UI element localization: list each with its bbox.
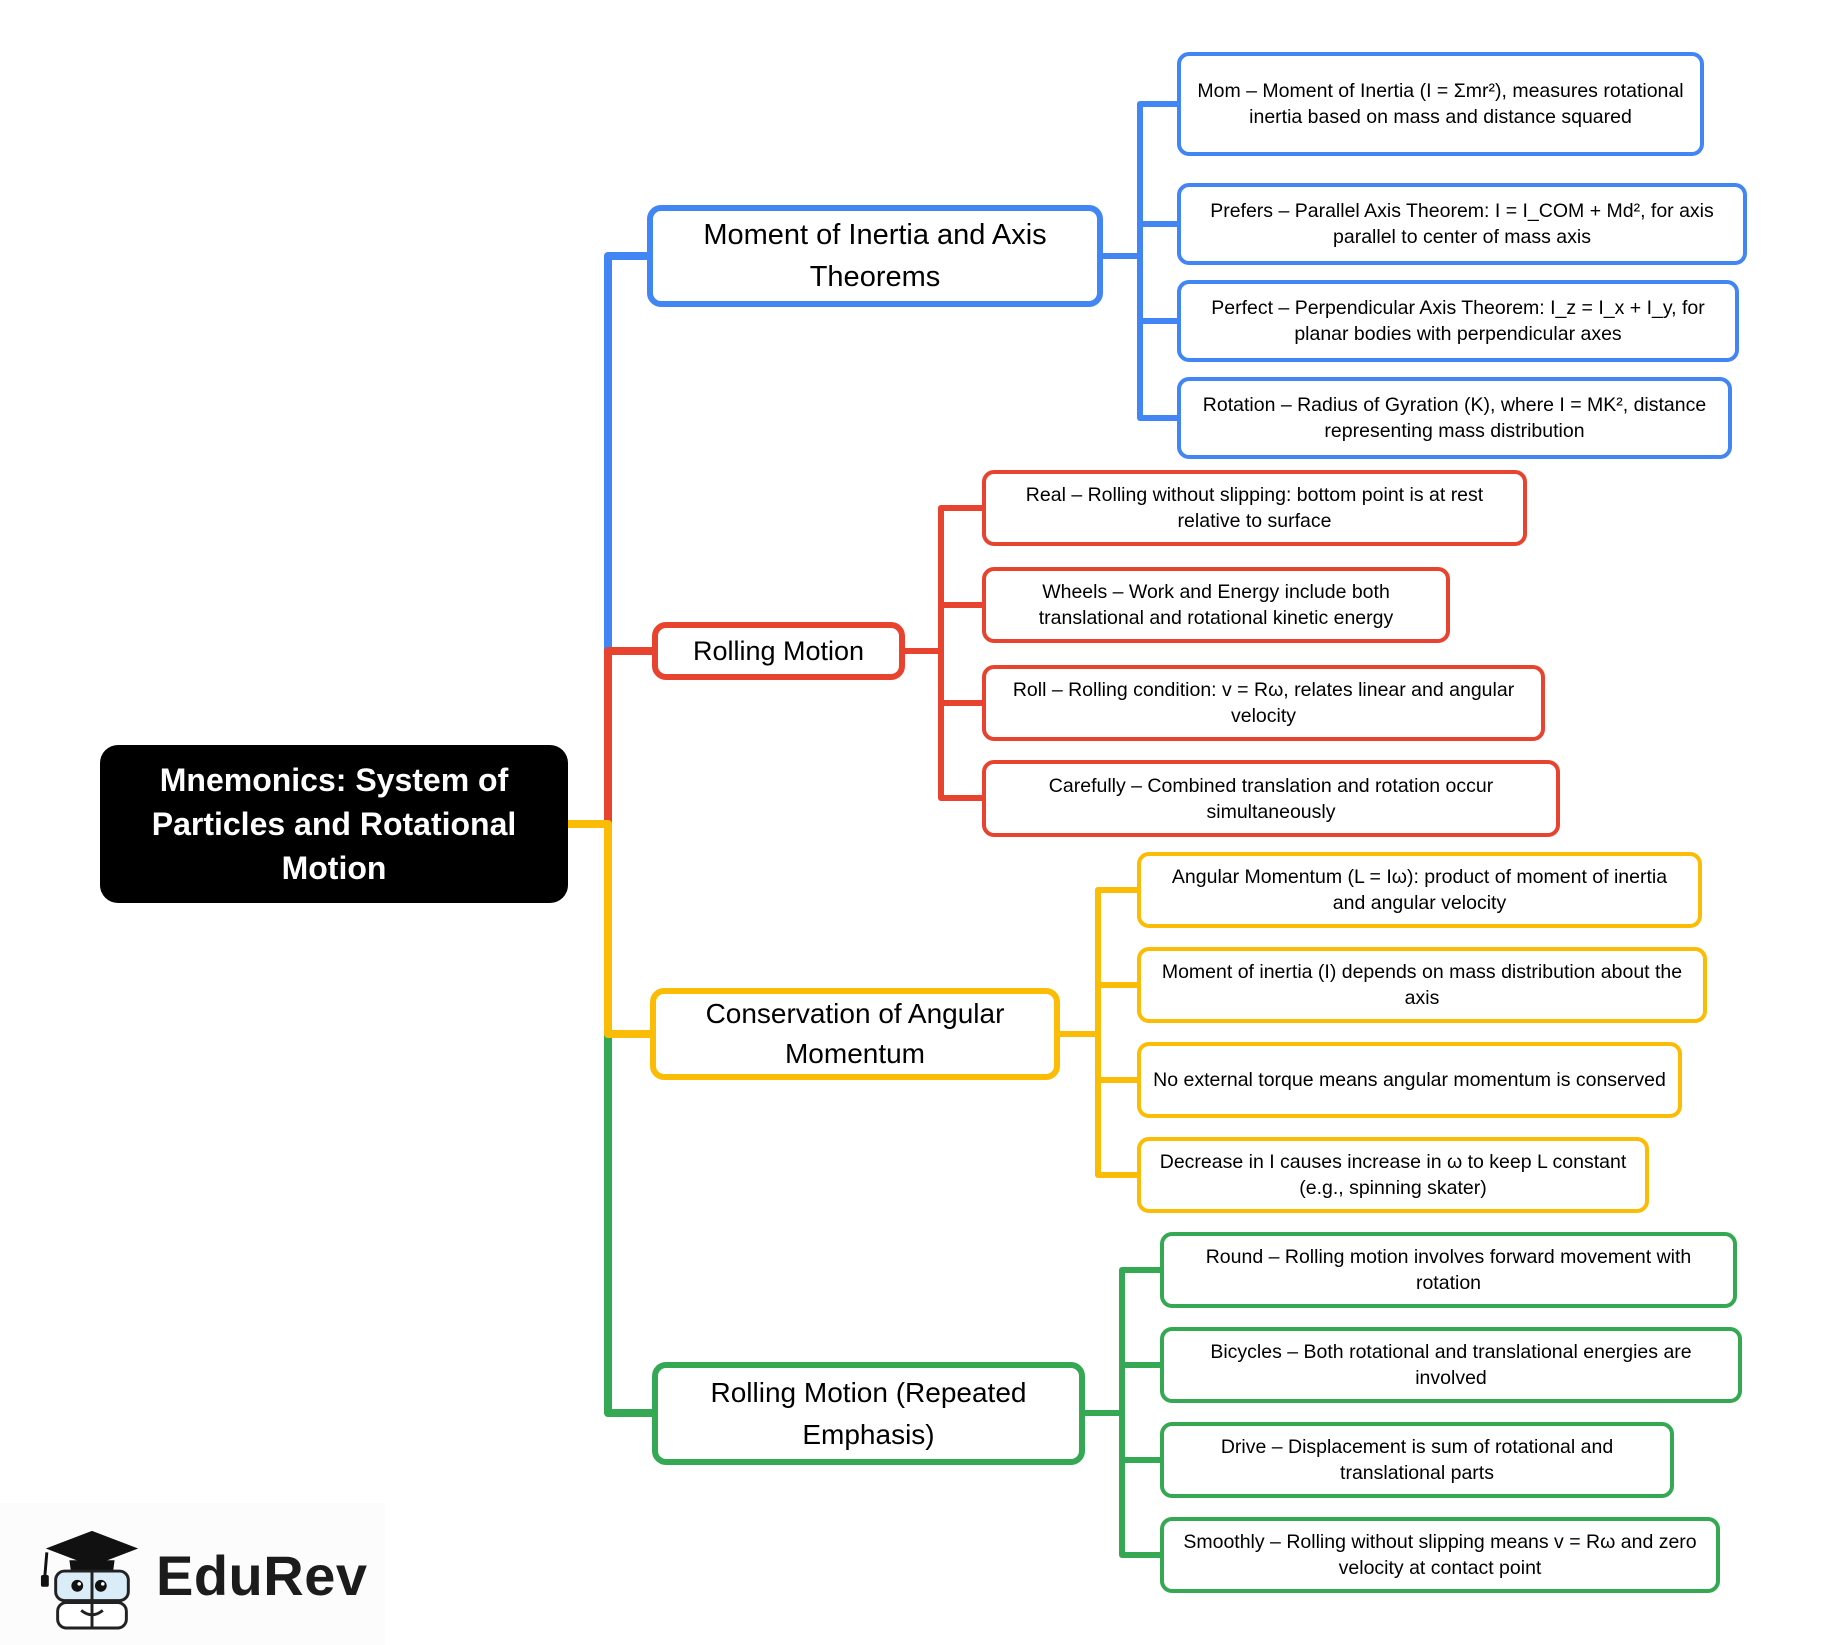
leaf-node-moment-of-inertia-3: Perfect – Perpendicular Axis Theorem: I_… <box>1177 280 1739 362</box>
leaf-node-moment-of-inertia-4: Rotation – Radius of Gyration (K), where… <box>1177 377 1732 459</box>
leaf-node-angular-momentum-3: No external torque means angular momentu… <box>1137 1042 1682 1118</box>
leaf-node-rolling-motion-1: Real – Rolling without slipping: bottom … <box>982 470 1527 546</box>
edurev-logo: EduRev <box>38 1518 368 1633</box>
leaf-node-rolling-repeated-4: Smoothly – Rolling without slipping mean… <box>1160 1517 1720 1593</box>
branch-title-moment-of-inertia: Moment of Inertia and Axis Theorems <box>647 205 1103 307</box>
branch-title-rolling-motion-repeated: Rolling Motion (Repeated Emphasis) <box>652 1362 1085 1465</box>
leaf-node-rolling-repeated-1: Round – Rolling motion involves forward … <box>1160 1232 1737 1308</box>
leaf-node-angular-momentum-1: Angular Momentum (L = Iω): product of mo… <box>1137 852 1702 928</box>
leaf-node-angular-momentum-2: Moment of inertia (I) depends on mass di… <box>1137 947 1707 1023</box>
leaf-node-rolling-motion-4: Carefully – Combined translation and rot… <box>982 760 1560 837</box>
leaf-node-rolling-repeated-3: Drive – Displacement is sum of rotationa… <box>1160 1422 1674 1498</box>
leaf-node-rolling-repeated-2: Bicycles – Both rotational and translati… <box>1160 1327 1742 1403</box>
edurev-logo-text: EduRev <box>156 1544 368 1607</box>
edurev-mascot-icon <box>40 1530 139 1630</box>
branch-title-rolling-motion: Rolling Motion <box>652 622 905 680</box>
leaf-node-angular-momentum-4: Decrease in I causes increase in ω to ke… <box>1137 1137 1649 1213</box>
branch-title-conservation-angular-momentum: Conservation of Angular Momentum <box>650 988 1060 1080</box>
leaf-node-rolling-motion-2: Wheels – Work and Energy include both tr… <box>982 567 1450 643</box>
leaf-node-rolling-motion-3: Roll – Rolling condition: v = Rω, relate… <box>982 665 1545 741</box>
leaf-node-moment-of-inertia-1: Mom – Moment of Inertia (I = Σmr²), meas… <box>1177 52 1704 156</box>
leaf-node-moment-of-inertia-2: Prefers – Parallel Axis Theorem: I = I_C… <box>1177 183 1747 265</box>
central-topic-node: Mnemonics: System of Particles and Rotat… <box>100 745 568 903</box>
